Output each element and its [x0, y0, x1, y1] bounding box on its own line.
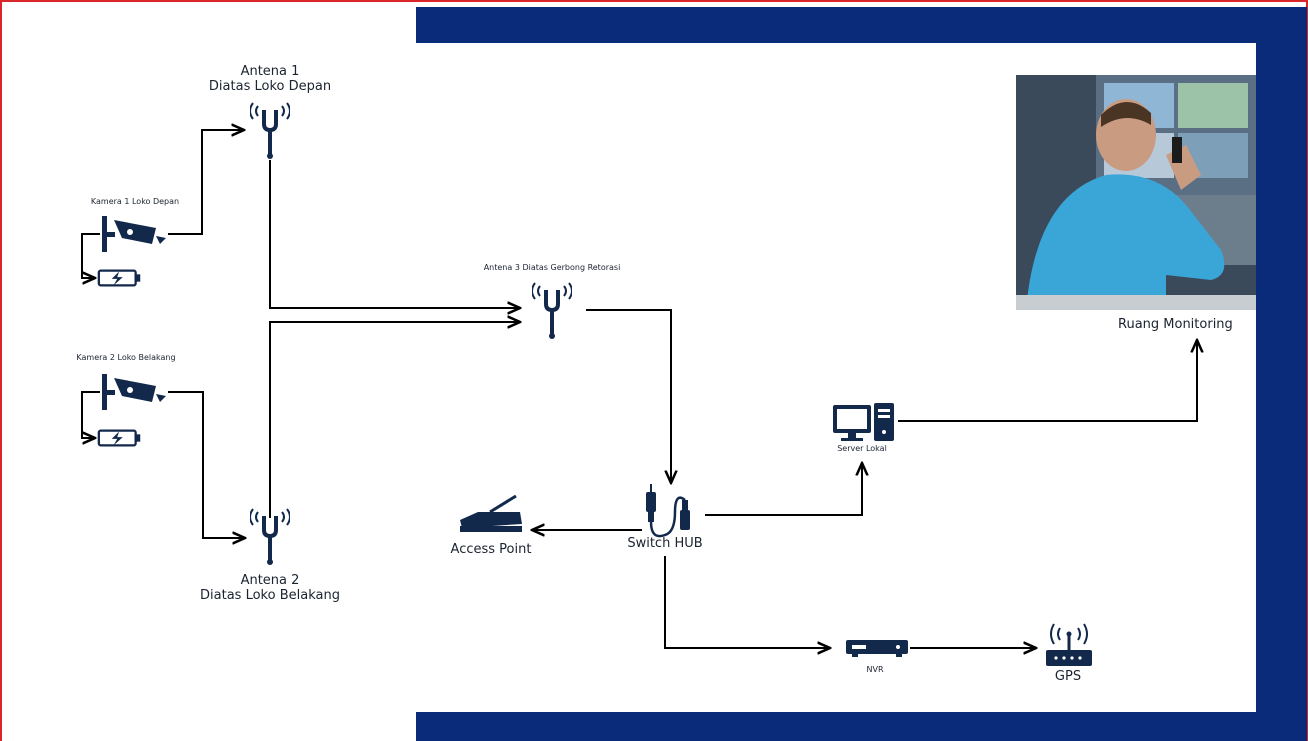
- nvr-label: NVR: [855, 665, 895, 674]
- antena1-label: Antena 1 Diatas Loko Depan: [200, 65, 340, 95]
- nvr-icon: [846, 640, 908, 657]
- kamera1-label: Kamera 1 Loko Depan: [80, 197, 190, 206]
- gps-label: GPS: [1043, 670, 1093, 685]
- server-lokal-label: Server Lokal: [822, 444, 902, 453]
- kamera2-label: Kamera 2 Loko Belakang: [66, 353, 186, 362]
- connectors: [82, 130, 1197, 648]
- gps-router-icon: [1046, 624, 1092, 666]
- desktop-server-icon: [833, 403, 894, 441]
- battery-icon: [99, 431, 140, 446]
- antenna-icon: [250, 103, 290, 159]
- antena1-subtitle: Diatas Loko Depan: [200, 80, 340, 95]
- router-icon: [460, 496, 522, 532]
- antena2-subtitle: Diatas Loko Belakang: [195, 589, 345, 604]
- usb-switch-icon: [646, 484, 690, 536]
- antena1-title: Antena 1: [200, 65, 340, 80]
- switch-hub-label: Switch HUB: [615, 537, 715, 552]
- ruang-monitoring-label: Ruang Monitoring: [1118, 318, 1256, 333]
- cctv-camera-icon: [102, 216, 166, 252]
- antena3-label: Antena 3 Diatas Gerbong Retorasi: [472, 263, 632, 272]
- antena2-label: Antena 2 Diatas Loko Belakang: [195, 574, 345, 604]
- access-point-label: Access Point: [436, 543, 546, 558]
- antena2-title: Antena 2: [195, 574, 345, 589]
- antenna-icon: [532, 283, 572, 339]
- cctv-camera-icon: [102, 374, 166, 410]
- battery-icon: [99, 271, 140, 286]
